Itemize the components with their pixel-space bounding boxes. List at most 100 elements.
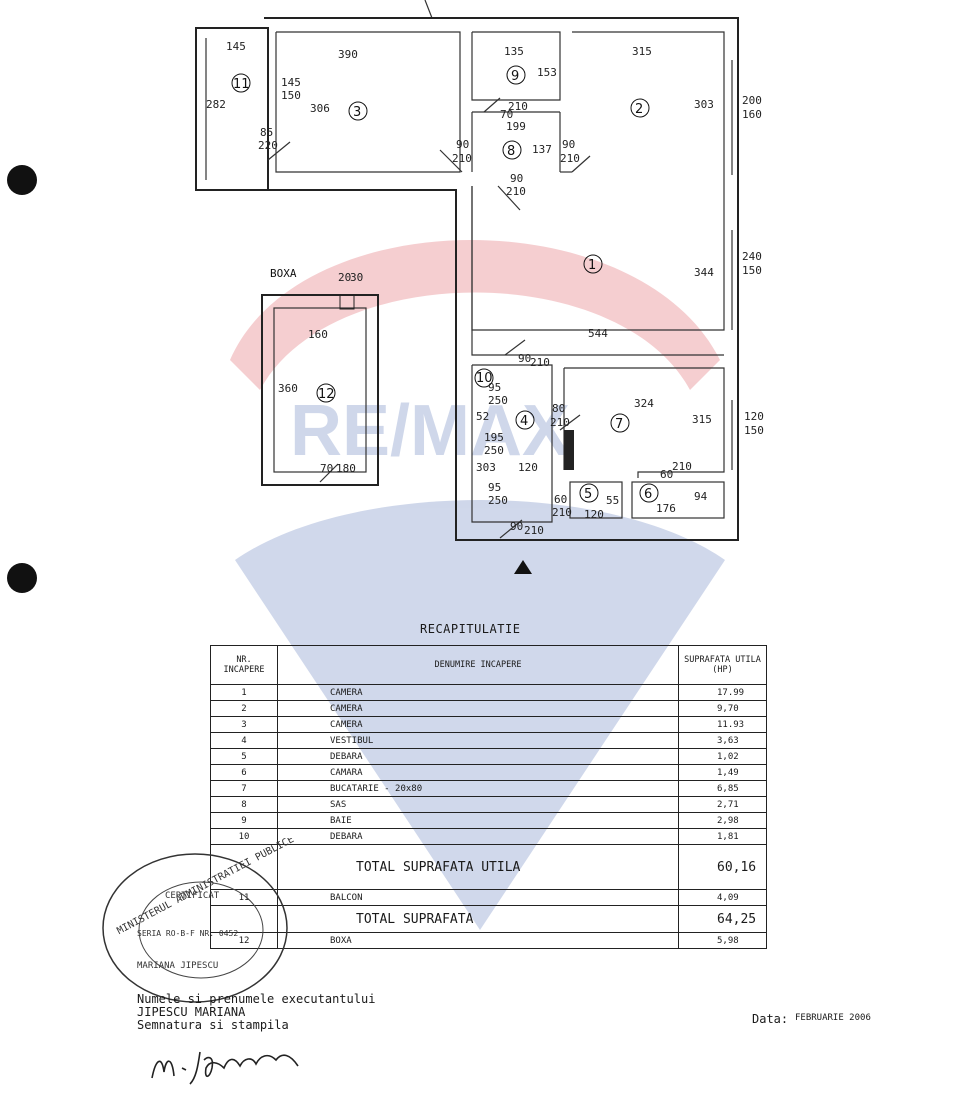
entrance-arrow bbox=[514, 560, 532, 574]
recap-table: NR. INCAPERE DENUMIRE INCAPERE SUPRAFATA… bbox=[210, 645, 767, 949]
table-cell: BALCON bbox=[277, 889, 679, 906]
official-stamp: MINISTERUL ADMINISTRATIEI PUBLICE CERTIF… bbox=[102, 838, 295, 1003]
svg-text:MARIANA JIPESCU: MARIANA JIPESCU bbox=[137, 961, 218, 971]
dimension-label: 90 bbox=[510, 520, 523, 533]
dimension-label: 137 bbox=[532, 143, 552, 156]
dimension-label: 390 bbox=[338, 48, 358, 61]
table-cell: 3 bbox=[210, 716, 278, 733]
room-11-label: 11 bbox=[233, 77, 250, 92]
room-9-label: 9 bbox=[511, 69, 519, 84]
table-cell: 11.93 bbox=[678, 716, 767, 733]
dimension-label: 220 bbox=[258, 139, 278, 152]
table-cell: 1 bbox=[210, 684, 278, 701]
table-cell: 5,98 bbox=[678, 932, 767, 949]
table-cell: 3,63 bbox=[678, 732, 767, 749]
dimension-label: 303 bbox=[694, 98, 714, 111]
dimension-label: 315 bbox=[632, 45, 652, 58]
dimension-label: 344 bbox=[694, 266, 714, 279]
header-nr: NR. INCAPERE bbox=[210, 645, 278, 685]
room-10-label: 10 bbox=[476, 371, 493, 386]
table-cell: CAMERA bbox=[277, 684, 679, 701]
dimension-label: 306 bbox=[310, 102, 330, 115]
dimension-label: 199 bbox=[506, 120, 526, 133]
room-5-label: 5 bbox=[584, 487, 592, 502]
room-8-label: 8 bbox=[507, 144, 515, 159]
dimension-label: 70 bbox=[500, 108, 513, 121]
dimension-label: 90 bbox=[510, 172, 523, 185]
table-cell: CAMERA bbox=[277, 700, 679, 717]
table-cell: 6,85 bbox=[678, 780, 767, 797]
svg-text:SERIA RO-B-F NR. 0452: SERIA RO-B-F NR. 0452 bbox=[137, 929, 238, 938]
room-3-label: 3 bbox=[353, 105, 361, 120]
dimension-label: 95 bbox=[488, 381, 501, 394]
dimension-label: 180 bbox=[336, 462, 356, 475]
table-cell: 2,71 bbox=[678, 796, 767, 813]
dimension-label: 52 bbox=[476, 410, 489, 423]
header-name: DENUMIRE INCAPERE bbox=[277, 645, 679, 685]
dimension-label: 210 bbox=[552, 506, 572, 519]
dimension-label: 153 bbox=[537, 66, 557, 79]
date-value: FEBRUARIE 2006 bbox=[795, 1013, 871, 1023]
header-area: SUPRAFATA UTILA (HP) bbox=[678, 645, 767, 685]
dimension-label: 240 bbox=[742, 250, 762, 263]
executant-label: Numele si prenumele executantului bbox=[137, 992, 376, 1006]
dimension-label: 315 bbox=[692, 413, 712, 426]
dimension-label: 30 bbox=[350, 271, 363, 284]
dimension-label: 210 bbox=[530, 356, 550, 369]
dimension-label: 360 bbox=[278, 382, 298, 395]
dimension-label: 324 bbox=[634, 397, 654, 410]
dimension-label: 20 bbox=[338, 271, 351, 284]
table-cell: 8 bbox=[210, 796, 278, 813]
dimension-label: 210 bbox=[524, 524, 544, 537]
dimension-label: 60 bbox=[660, 468, 673, 481]
dimension-label: 210 bbox=[550, 416, 570, 429]
table-cell: VESTIBUL bbox=[277, 732, 679, 749]
dimension-label: 95 bbox=[488, 481, 501, 494]
dimension-label: 150 bbox=[744, 424, 764, 437]
dimension-label: 90 bbox=[562, 138, 575, 151]
table-cell: 60,16 bbox=[678, 844, 767, 890]
dimension-label: 210 bbox=[506, 185, 526, 198]
dimension-label: 145 bbox=[226, 40, 246, 53]
table-cell: BOXA bbox=[277, 932, 679, 949]
dimension-label: 250 bbox=[488, 394, 508, 407]
table-cell: CAMARA bbox=[277, 764, 679, 781]
table-cell: 6 bbox=[210, 764, 278, 781]
table-cell: 1,81 bbox=[678, 828, 767, 845]
room-7-label: 7 bbox=[615, 417, 623, 432]
dimension-label: 210 bbox=[452, 152, 472, 165]
dimension-label: 150 bbox=[742, 264, 762, 277]
room-1-label: 1 bbox=[588, 258, 596, 273]
dimension-label: 70 bbox=[320, 462, 333, 475]
svg-text:MINISTERUL ADMINISTRATIEI PUBL: MINISTERUL ADMINISTRATIEI PUBLICE bbox=[115, 838, 295, 937]
table-cell: 2 bbox=[210, 700, 278, 717]
dimension-label: 282 bbox=[206, 98, 226, 111]
date-label: Data: bbox=[752, 1012, 789, 1026]
dimension-label: 90 bbox=[456, 138, 469, 151]
dimension-labels: 145 390 135 315 282 306 303 153 145 150 … bbox=[206, 40, 764, 537]
dimension-label: 160 bbox=[742, 108, 762, 121]
table-cell: 9,70 bbox=[678, 700, 767, 717]
handwritten-signature bbox=[151, 1051, 299, 1085]
dimension-label: 195 bbox=[484, 431, 504, 444]
dimension-label: 210 bbox=[560, 152, 580, 165]
dimension-label: 160 bbox=[308, 328, 328, 341]
table-cell: 12 bbox=[210, 932, 278, 949]
svg-text:CERTIFICAT: CERTIFICAT bbox=[165, 891, 220, 901]
table-cell: 4,09 bbox=[678, 889, 767, 906]
svg-text:RE/MAX: RE/MAX bbox=[290, 391, 570, 471]
dimension-label: 120 bbox=[518, 461, 538, 474]
recap-title: RECAPITULATIE bbox=[420, 622, 521, 636]
table-cell: BAIE bbox=[277, 812, 679, 829]
dimension-label: 145 bbox=[281, 76, 301, 89]
dimension-label: 150 bbox=[281, 89, 301, 102]
room-6-label: 6 bbox=[644, 487, 652, 502]
